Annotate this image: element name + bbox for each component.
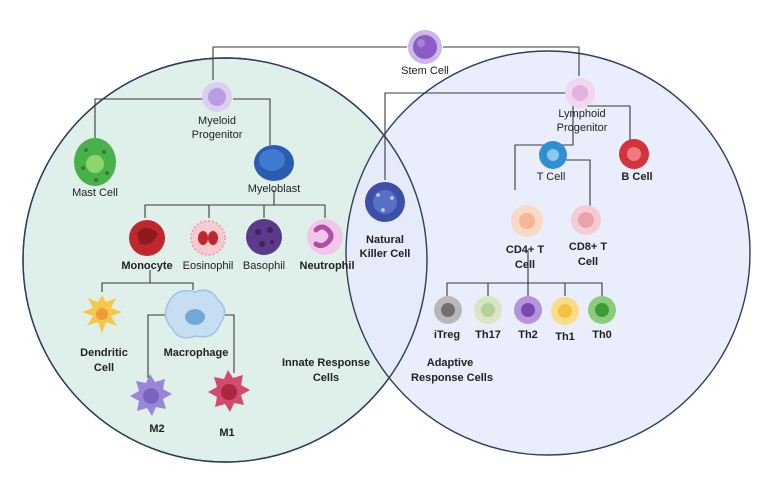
lymphoid-progenitor-icon: [565, 78, 595, 108]
lymphoid-progenitor-label-line1: Lymphoid: [558, 108, 605, 120]
monocyte-icon: [129, 220, 165, 256]
myeloblast-icon: [254, 145, 294, 181]
adaptive-region-circle: [345, 50, 751, 456]
monocyte-label: Monocyte: [121, 260, 172, 272]
t-cell-icon: [539, 141, 567, 169]
adaptive-region-label-line1: Adaptive: [427, 357, 473, 369]
itreg-cell-icon: [434, 296, 462, 324]
th1-cell-icon: [551, 297, 579, 325]
th17-label: Th17: [475, 329, 501, 341]
dendritic-cell-label-line1: Dendritic: [80, 347, 128, 359]
m2-macrophage-icon: [130, 374, 172, 416]
dendritic-cell-label-line2: Cell: [94, 362, 114, 374]
t-cell-label: T Cell: [537, 171, 566, 183]
neutrophil-label: Neutrophil: [300, 260, 355, 272]
cd4-t-cell-label-line2: Cell: [515, 259, 535, 271]
th2-label: Th2: [518, 329, 538, 341]
th1-label: Th1: [555, 331, 575, 343]
natural-killer-label-line2: Killer Cell: [360, 248, 411, 260]
macrophage-label: Macrophage: [164, 347, 229, 359]
myeloid-progenitor-icon: [202, 82, 232, 112]
natural-killer-label-line1: Natural: [366, 234, 404, 246]
lymphoid-progenitor-label-line2: Progenitor: [557, 122, 608, 134]
cd8-t-cell-label-line2: Cell: [578, 256, 598, 268]
mast-cell-icon: [74, 138, 116, 186]
cd8-t-cell-icon: [571, 205, 601, 235]
m2-label: M2: [149, 423, 164, 435]
cd8-t-cell-label-line1: CD8+ T: [569, 241, 607, 253]
th0-label: Th0: [592, 329, 612, 341]
adaptive-region-label-line2: Response Cells: [411, 372, 493, 384]
th0-cell-icon: [588, 296, 616, 324]
myeloid-progenitor-label-line2: Progenitor: [192, 129, 243, 141]
b-cell-label: B Cell: [621, 171, 652, 183]
stem-cell-label: Stem Cell: [401, 65, 449, 77]
innate-region-label-line2: Cells: [313, 372, 339, 384]
natural-killer-cell-icon: [365, 182, 405, 222]
b-cell-icon: [619, 139, 649, 169]
myeloid-progenitor-label-line1: Myeloid: [198, 115, 236, 127]
dendritic-cell-icon: [82, 295, 122, 333]
th17-cell-icon: [474, 296, 502, 324]
th2-cell-icon: [514, 296, 542, 324]
macrophage-icon: [164, 289, 226, 339]
innate-region-label-line1: Innate Response: [282, 357, 370, 369]
eosinophil-icon: [190, 220, 226, 256]
cd4-t-cell-icon: [511, 205, 543, 237]
overlap-outline: [22, 57, 428, 463]
myeloblast-label: Myeloblast: [248, 183, 301, 195]
m1-macrophage-icon: [208, 370, 250, 412]
stem-cell-icon: [408, 30, 442, 64]
cd4-t-cell-label-line1: CD4+ T: [506, 244, 544, 256]
basophil-label: Basophil: [243, 260, 285, 272]
basophil-icon: [246, 219, 282, 255]
m1-label: M1: [219, 427, 234, 439]
mast-cell-label: Mast Cell: [72, 187, 118, 199]
itreg-label: iTreg: [434, 329, 460, 341]
eosinophil-label: Eosinophil: [183, 260, 234, 272]
neutrophil-icon: [307, 219, 343, 255]
